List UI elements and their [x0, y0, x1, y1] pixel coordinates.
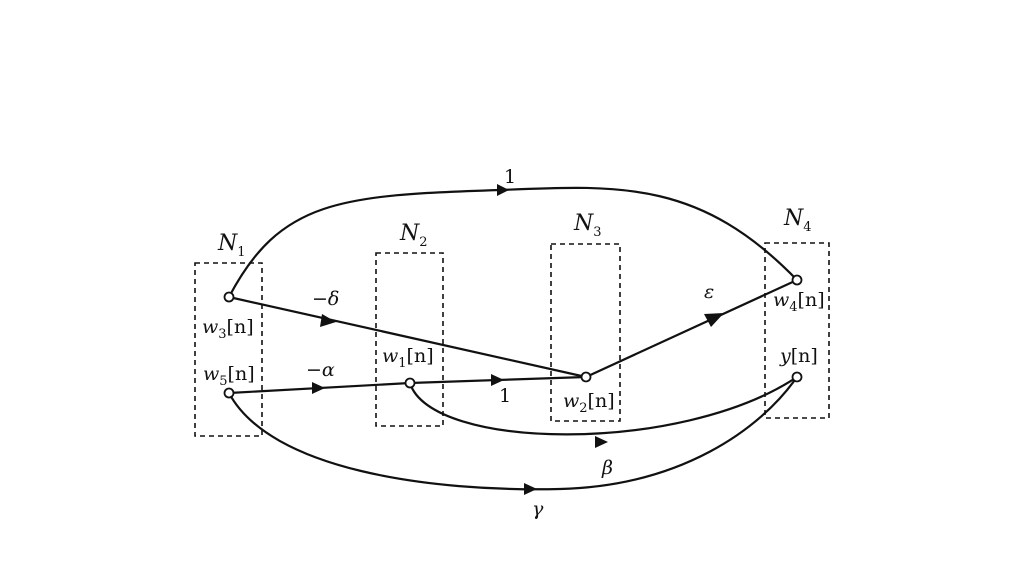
arrowhead-w3-w4	[497, 184, 509, 196]
group-label-n4: N4	[783, 206, 812, 235]
edge-w3-w2	[228, 295, 587, 379]
node-label-w2: w2[n]	[563, 390, 615, 416]
node-label-w1: w1[n]	[382, 345, 434, 371]
gain-label-w2-w4: ε	[704, 281, 714, 303]
node-y	[791, 371, 803, 383]
node-label-w3: w3[n]	[202, 316, 254, 342]
group-box-n2	[375, 252, 444, 427]
arrowhead-w1-y	[595, 436, 608, 448]
group-box-n3	[550, 243, 621, 422]
group-box-n4	[764, 242, 830, 419]
edge-w5-y	[228, 376, 798, 491]
gain-label-w1-w2: 1	[499, 385, 511, 407]
node-label-w5: w5[n]	[203, 363, 255, 389]
group-label-n1: N1	[217, 231, 246, 260]
gain-label-w5-y: γ	[532, 498, 544, 520]
edge-w2-w4	[585, 279, 798, 378]
node-w3	[223, 291, 235, 303]
node-label-y: y[n]	[779, 345, 818, 367]
gain-label-w3-w4: 1	[504, 166, 516, 188]
group-label-n2: N2	[399, 221, 428, 250]
gain-label-w3-w2: −δ	[312, 288, 339, 310]
arrowhead-w5-y	[524, 483, 537, 495]
arrowhead-w5-w1	[312, 382, 325, 394]
arrowhead-w2-w4	[704, 313, 724, 327]
node-w1	[404, 377, 416, 389]
edge-w1-y	[408, 376, 798, 436]
node-w2	[580, 371, 592, 383]
gain-label-w1-y: β	[601, 457, 613, 479]
group-box-n1	[194, 262, 263, 437]
arrowhead-w1-w2	[491, 374, 504, 386]
arrowhead-w3-w2	[320, 314, 336, 327]
gain-label-w5-w1: −α	[306, 359, 335, 381]
group-label-n3: N3	[573, 211, 602, 240]
node-label-w4: w4[n]	[773, 289, 825, 315]
node-w5	[223, 387, 235, 399]
node-w4	[791, 274, 803, 286]
